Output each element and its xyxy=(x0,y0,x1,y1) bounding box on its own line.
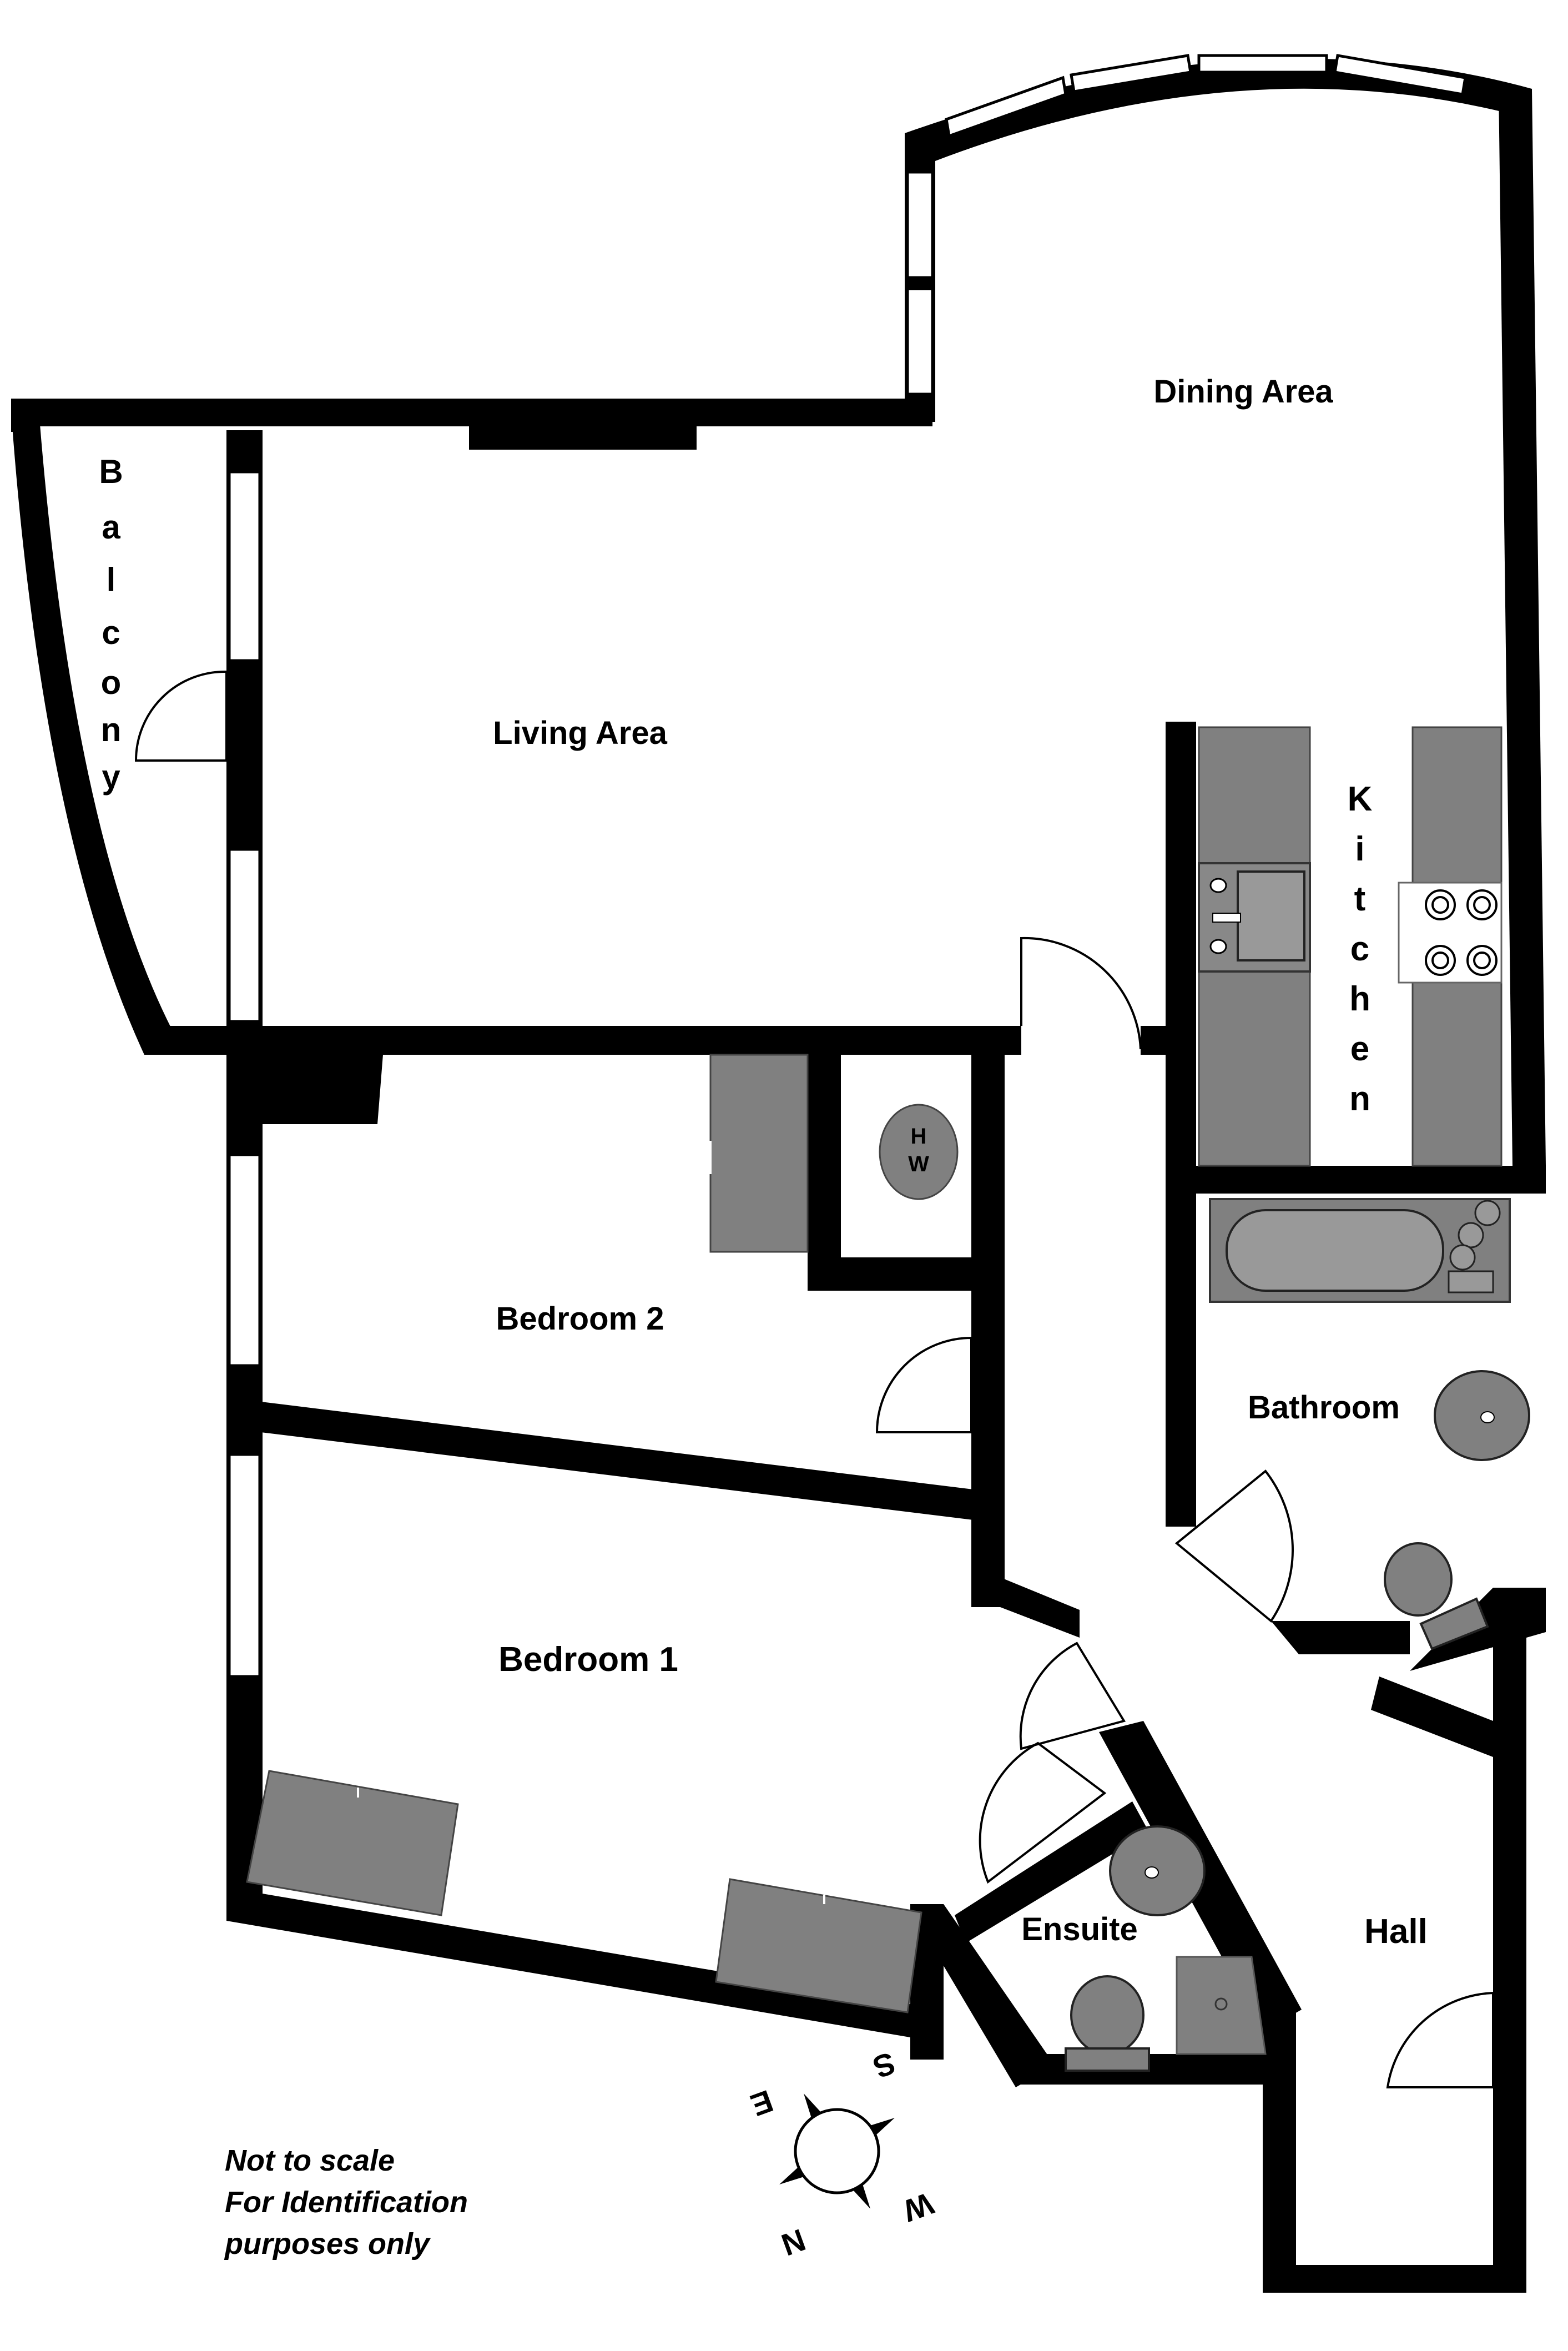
wardrobes xyxy=(246,1054,922,2013)
room-label-hall: Hall xyxy=(1364,1912,1428,1951)
svg-text:o: o xyxy=(101,664,122,701)
disclaimer-note: Not to scale For Identification purposes… xyxy=(224,2144,468,2261)
room-label-kitchen: K i t c h e n xyxy=(1348,780,1373,1118)
svg-text:n: n xyxy=(1349,1080,1370,1118)
svg-text:l: l xyxy=(107,561,116,598)
compass-east: E xyxy=(746,2083,778,2123)
room-label-living: Living Area xyxy=(493,715,667,751)
svg-text:B: B xyxy=(99,453,123,490)
svg-text:Not to scale: Not to scale xyxy=(225,2144,395,2177)
living-door xyxy=(1020,937,1142,1050)
compass xyxy=(779,2093,895,2209)
svg-text:For Identification: For Identification xyxy=(225,2186,468,2219)
svg-text:H: H xyxy=(911,1124,927,1149)
compass-south: S xyxy=(869,2045,900,2085)
svg-text:h: h xyxy=(1349,980,1370,1018)
kitchen-units xyxy=(1198,726,1503,1167)
compass-north: N xyxy=(777,2222,810,2263)
room-label-bedroom-2: Bedroom 2 xyxy=(496,1301,664,1337)
compass-west: W xyxy=(899,2186,938,2229)
svg-text:a: a xyxy=(102,509,120,546)
bathroom-door xyxy=(1174,1469,1294,1623)
windows xyxy=(228,54,1467,1678)
bathroom-fixtures xyxy=(1209,1198,1530,1650)
hot-water-cylinder xyxy=(879,1104,959,1200)
svg-text:t: t xyxy=(1354,880,1366,918)
doors xyxy=(134,670,1494,2088)
room-label-dining: Dining Area xyxy=(1153,374,1333,410)
bedroom2-door xyxy=(875,1336,972,1433)
toilet-icon xyxy=(1384,1542,1453,1617)
room-label-hot-water: H W xyxy=(908,1124,929,1176)
ensuite-door xyxy=(979,1741,1107,1884)
balcony-door xyxy=(134,670,228,762)
svg-text:c: c xyxy=(1350,930,1369,968)
svg-text:W: W xyxy=(908,1152,929,1176)
svg-text:n: n xyxy=(101,711,122,748)
ensuite-toilet-icon xyxy=(1070,1975,1145,2055)
room-label-bedroom-1: Bedroom 1 xyxy=(498,1640,678,1679)
shower-icon xyxy=(1176,1956,1267,2055)
svg-text:y: y xyxy=(102,758,120,796)
svg-text:K: K xyxy=(1348,780,1373,818)
svg-text:e: e xyxy=(1350,1030,1369,1068)
ensuite-fixtures xyxy=(1065,1825,1267,2072)
svg-text:purposes only: purposes only xyxy=(224,2227,431,2261)
hall-door xyxy=(1386,1991,1494,2088)
room-label-ensuite: Ensuite xyxy=(1021,1911,1138,1947)
svg-text:i: i xyxy=(1355,830,1364,868)
room-label-bathroom: Bathroom xyxy=(1248,1390,1400,1426)
hob-icon xyxy=(1398,882,1503,984)
room-label-balcony: B a l c o n y xyxy=(99,453,123,796)
svg-text:c: c xyxy=(102,614,120,651)
bedroom1-door xyxy=(1019,1642,1126,1750)
